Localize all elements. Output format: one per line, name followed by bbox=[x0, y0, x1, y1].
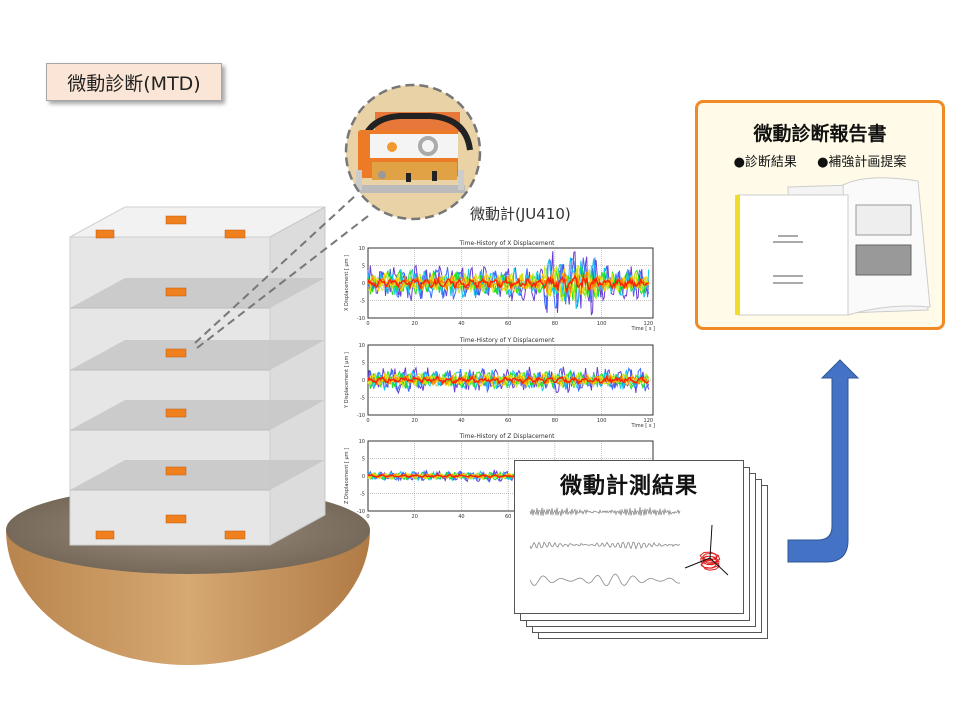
sensor bbox=[95, 229, 115, 239]
y-tick-label: -5 bbox=[360, 396, 365, 402]
y-tick-label: 5 bbox=[362, 264, 365, 270]
x-tick-label: 120 bbox=[644, 321, 654, 327]
x-tick-label: 120 bbox=[644, 418, 654, 424]
sensor bbox=[165, 348, 187, 358]
y-tick-label: -10 bbox=[357, 316, 365, 322]
x-tick-label: 60 bbox=[505, 514, 511, 520]
x-tick-label: 100 bbox=[597, 418, 607, 424]
device-photo bbox=[344, 83, 482, 221]
axis-arrow-icon bbox=[684, 557, 711, 569]
page-title: 微動診断(MTD) bbox=[46, 63, 222, 101]
results-card-waveforms bbox=[529, 507, 729, 586]
sensor bbox=[95, 530, 115, 540]
y-tick-label: -10 bbox=[357, 413, 365, 419]
report-items: ●診断結果 ●補強計画提案 bbox=[698, 151, 942, 170]
series-line bbox=[367, 368, 650, 392]
results-card-title: 微動計測結果 bbox=[560, 474, 699, 499]
waveform-line bbox=[529, 573, 681, 586]
device-label: 微動計(JU410) bbox=[470, 205, 571, 223]
y-tick-label: 0 bbox=[362, 474, 365, 480]
x-tick-label: 100 bbox=[597, 321, 607, 327]
series-line bbox=[367, 374, 650, 385]
y-axis-label: X Displacement [ μm ] bbox=[344, 255, 350, 311]
sensor bbox=[165, 466, 187, 476]
waveform-line bbox=[529, 507, 681, 517]
sensor bbox=[165, 408, 187, 418]
report-photo bbox=[735, 177, 931, 316]
x-axis-label: Time [ s ] bbox=[630, 326, 655, 332]
x-axis-label: Time [ s ] bbox=[630, 423, 655, 429]
x-tick-label: 80 bbox=[552, 418, 558, 424]
chart-title-y: Time-History of Y Displacement bbox=[459, 337, 555, 344]
x-tick-label: 80 bbox=[552, 321, 558, 327]
y-tick-label: 10 bbox=[359, 439, 365, 445]
y-axis-label: Z Displacement [ μm ] bbox=[344, 448, 350, 504]
x-tick-label: 60 bbox=[505, 418, 511, 424]
x-tick-label: 60 bbox=[505, 321, 511, 327]
series-line bbox=[367, 257, 650, 309]
y-tick-label: -5 bbox=[360, 299, 365, 305]
x-tick-label: 0 bbox=[366, 321, 369, 327]
sensors bbox=[95, 215, 246, 540]
y-axis-label: Y Displacement [ μm ] bbox=[344, 352, 350, 409]
axis-arrow-icon bbox=[709, 557, 729, 576]
x-tick-label: 40 bbox=[458, 514, 464, 520]
callout-lines bbox=[194, 195, 373, 349]
chart-title-x: Time-History of X Displacement bbox=[459, 240, 555, 247]
x-tick-label: 20 bbox=[412, 321, 418, 327]
waveform-line bbox=[529, 541, 681, 550]
sensor bbox=[165, 514, 187, 524]
report-panel: 微動診断報告書 ●診断結果 ●補強計画提案 bbox=[695, 100, 945, 330]
sensor bbox=[165, 287, 187, 297]
y-tick-label: 10 bbox=[359, 343, 365, 349]
sensor bbox=[224, 530, 246, 540]
x-tick-label: 20 bbox=[412, 418, 418, 424]
axis-arrow-icon bbox=[709, 524, 713, 559]
y-tick-label: 5 bbox=[362, 457, 365, 463]
y-tick-label: -10 bbox=[357, 509, 365, 515]
flow-arrow-icon bbox=[787, 359, 860, 563]
x-tick-label: 40 bbox=[458, 418, 464, 424]
y-tick-label: 10 bbox=[359, 246, 365, 252]
report-item: ●診断結果 bbox=[733, 155, 797, 170]
y-tick-label: -5 bbox=[360, 492, 365, 498]
building bbox=[69, 206, 326, 546]
series-line bbox=[367, 268, 650, 298]
report-item: ●補強計画提案 bbox=[817, 155, 907, 170]
sensor bbox=[224, 229, 246, 239]
x-tick-label: 0 bbox=[366, 514, 369, 520]
x-tick-label: 0 bbox=[366, 418, 369, 424]
y-tick-label: 5 bbox=[362, 361, 365, 367]
chart-title-z: Time-History of Z Displacement bbox=[459, 433, 555, 440]
series-line bbox=[367, 274, 650, 295]
x-tick-label: 40 bbox=[458, 321, 464, 327]
y-tick-label: 0 bbox=[362, 378, 365, 384]
x-tick-label: 20 bbox=[412, 514, 418, 520]
sensor bbox=[165, 215, 187, 225]
result-card-front bbox=[514, 460, 744, 614]
report-title: 微動診断報告書 bbox=[753, 123, 887, 145]
y-tick-label: 0 bbox=[362, 281, 365, 287]
